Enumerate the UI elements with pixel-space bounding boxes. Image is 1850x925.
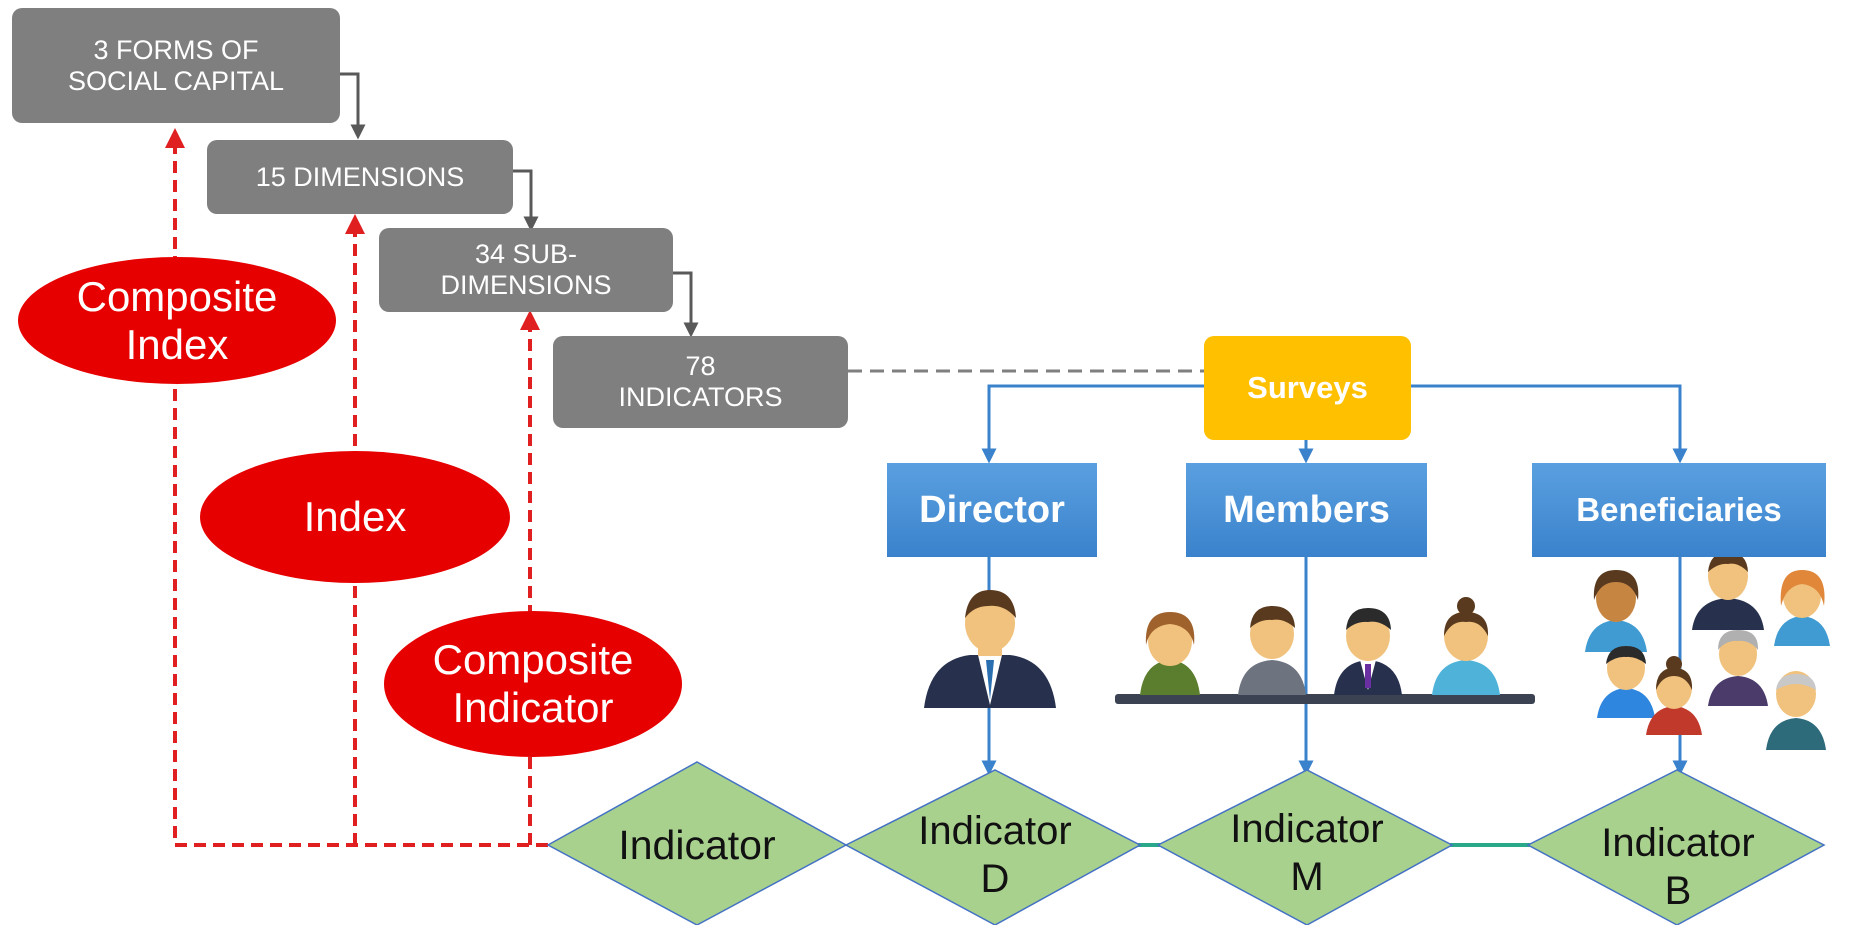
oval-composite-index: Composite Index <box>18 257 336 384</box>
survey-branch-beneficiaries <box>1411 384 1688 464</box>
diamond-indicator-m <box>1156 769 1454 925</box>
arrow-dimensions-to-subdimensions <box>513 169 539 232</box>
box-members: Members <box>1186 463 1427 557</box>
oval-index: Index <box>200 451 510 583</box>
oval-composite-indicator: Composite Indicator <box>384 611 682 757</box>
indicator-label: Indicator <box>618 822 776 868</box>
box-forms-of-social-capital: 3 FORMS OF SOCIAL CAPITAL <box>12 8 340 123</box>
arrow-forms-to-dimensions <box>340 72 366 140</box>
box-indicators: 78 INDICATORS <box>553 336 848 428</box>
box-beneficiaries: Beneficiaries <box>1532 463 1826 557</box>
box-dimensions: 15 DIMENSIONS <box>207 140 513 214</box>
indicator-b-label: Indicator B <box>1601 821 1755 913</box>
box-sub-dimensions: 34 SUB- DIMENSIONS <box>379 228 673 312</box>
arrow-subdimensions-to-indicators <box>673 271 699 338</box>
members-group-icon <box>1115 597 1535 704</box>
diamond-indicator-d <box>844 769 1142 925</box>
box-surveys: Surveys <box>1204 336 1411 440</box>
indicator-d-label: Indicator D <box>918 809 1072 901</box>
director-person-icon <box>924 590 1056 708</box>
box-director: Director <box>887 463 1097 557</box>
diamond-indicator-b <box>1526 769 1826 925</box>
indicator-m-label: Indicator M <box>1230 807 1384 899</box>
survey-branch-director <box>981 384 1204 464</box>
beneficiaries-group-icon <box>1585 552 1830 750</box>
